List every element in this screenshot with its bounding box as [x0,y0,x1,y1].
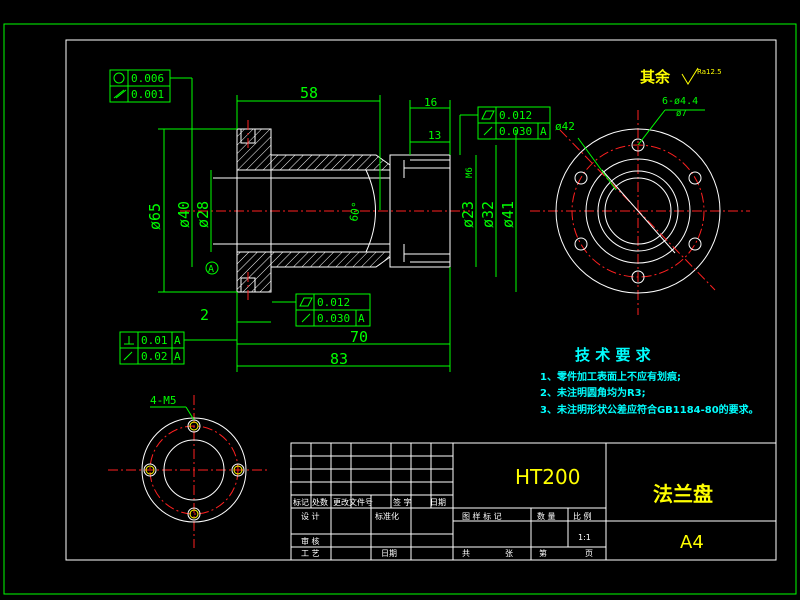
svg-text:比 例: 比 例 [573,511,592,521]
svg-text:A: A [358,312,365,325]
tolerance-top-left: 0.006 0.001 [109,69,193,160]
svg-text:标记: 标记 [293,497,309,507]
svg-text:A: A [174,350,181,363]
svg-text:0.030: 0.030 [317,312,350,325]
dim-phi65: ø65 [146,203,164,230]
dim-2: 2 [200,306,209,324]
circularity-icon [113,72,125,84]
svg-text:1:1: 1:1 [578,533,591,542]
datum-a-label: A [208,264,214,275]
section-hatch-top [236,128,391,171]
tolerance-top-right: 0.012 0.030 A [459,106,551,155]
svg-text:0.030: 0.030 [499,125,532,138]
roughness-icon [681,67,699,85]
svg-text:图 样 标 记: 图 样 标 记 [462,511,502,521]
cylindricity-icon [113,89,127,99]
runout-icon-3 [123,351,133,361]
runout-icon [483,126,493,136]
dim-58: 58 [300,84,318,102]
svg-text:0.012: 0.012 [317,296,350,309]
section-view [180,120,470,302]
dim-holes6: 6-ø4.4 [662,96,698,107]
perpendicularity-icon [124,336,134,345]
dim-m5: 4-M5 [150,394,177,407]
flatness-icon [481,110,495,120]
svg-text:设 计: 设 计 [301,511,320,521]
svg-text:审 核: 审 核 [301,536,320,546]
section-hatch-bottom [236,251,391,293]
sheet-size: A4 [680,532,704,553]
dim-angle60: 60° [347,201,363,223]
roughness-prefix: 其余 [640,68,671,86]
svg-text:张: 张 [505,549,513,558]
dim-70: 70 [350,328,368,346]
svg-text:A: A [174,334,181,347]
svg-text:0.006: 0.006 [131,72,164,85]
svg-text:共: 共 [462,549,470,558]
svg-text:工 艺: 工 艺 [301,549,320,558]
tech-req-item-2: 2、未注明圆角均为R3; [540,386,646,399]
dim-phi40: ø40 [175,201,193,228]
tolerance-bottom-left: 0.01 0.02 A A [119,331,237,365]
dim-phi23: ø23 [459,201,477,228]
svg-text:页: 页 [585,549,593,558]
dim-phi7: ø7 [676,109,687,119]
svg-text:0.012: 0.012 [499,109,532,122]
svg-text:A: A [540,125,547,138]
tolerance-bottom-mid: 0.012 0.030 A [272,293,371,327]
part-name: 法兰盘 [653,482,713,506]
svg-text:日期: 日期 [381,549,397,558]
dim-phi41: ø41 [499,201,517,228]
runout-icon-2 [301,313,311,323]
end-view-left [108,395,270,548]
hub-outline [389,154,451,268]
material-text: HT200 [515,465,580,489]
tech-req-title: 技 术 要 求 [575,346,652,364]
svg-text:数 量: 数 量 [537,511,556,521]
svg-text:签 字: 签 字 [393,497,412,507]
dim-83: 83 [330,350,348,368]
svg-text:0.001: 0.001 [131,88,164,101]
svg-text:日期: 日期 [430,498,446,507]
outer-frame [3,23,797,595]
roughness-value: Ra12.5 [697,68,722,76]
svg-text:0.02: 0.02 [141,350,168,363]
svg-text:第: 第 [539,548,547,558]
dim-phi42: ø42 [555,120,575,133]
dimension-lines [158,95,517,372]
title-block [290,442,777,561]
dim-phi28: ø28 [194,201,212,228]
end-view-right [530,109,750,315]
dim-13: 13 [428,129,441,142]
svg-text:标准化: 标准化 [375,511,399,521]
flatness-icon-2 [299,297,313,307]
svg-text:处数: 处数 [312,497,328,507]
svg-text:更改文件号: 更改文件号 [333,497,373,507]
dim-phi32: ø32 [479,201,497,228]
dim-16: 16 [424,96,437,109]
svg-text:0.01: 0.01 [141,334,168,347]
dim-m6: M6 [465,167,475,178]
datum-a-marker [205,261,219,275]
tech-req-item-1: 1、零件加工表面上不应有划痕; [540,370,681,383]
tech-req-item-3: 3、未注明形状公差应符合GB1184-80的要求。 [540,403,759,416]
